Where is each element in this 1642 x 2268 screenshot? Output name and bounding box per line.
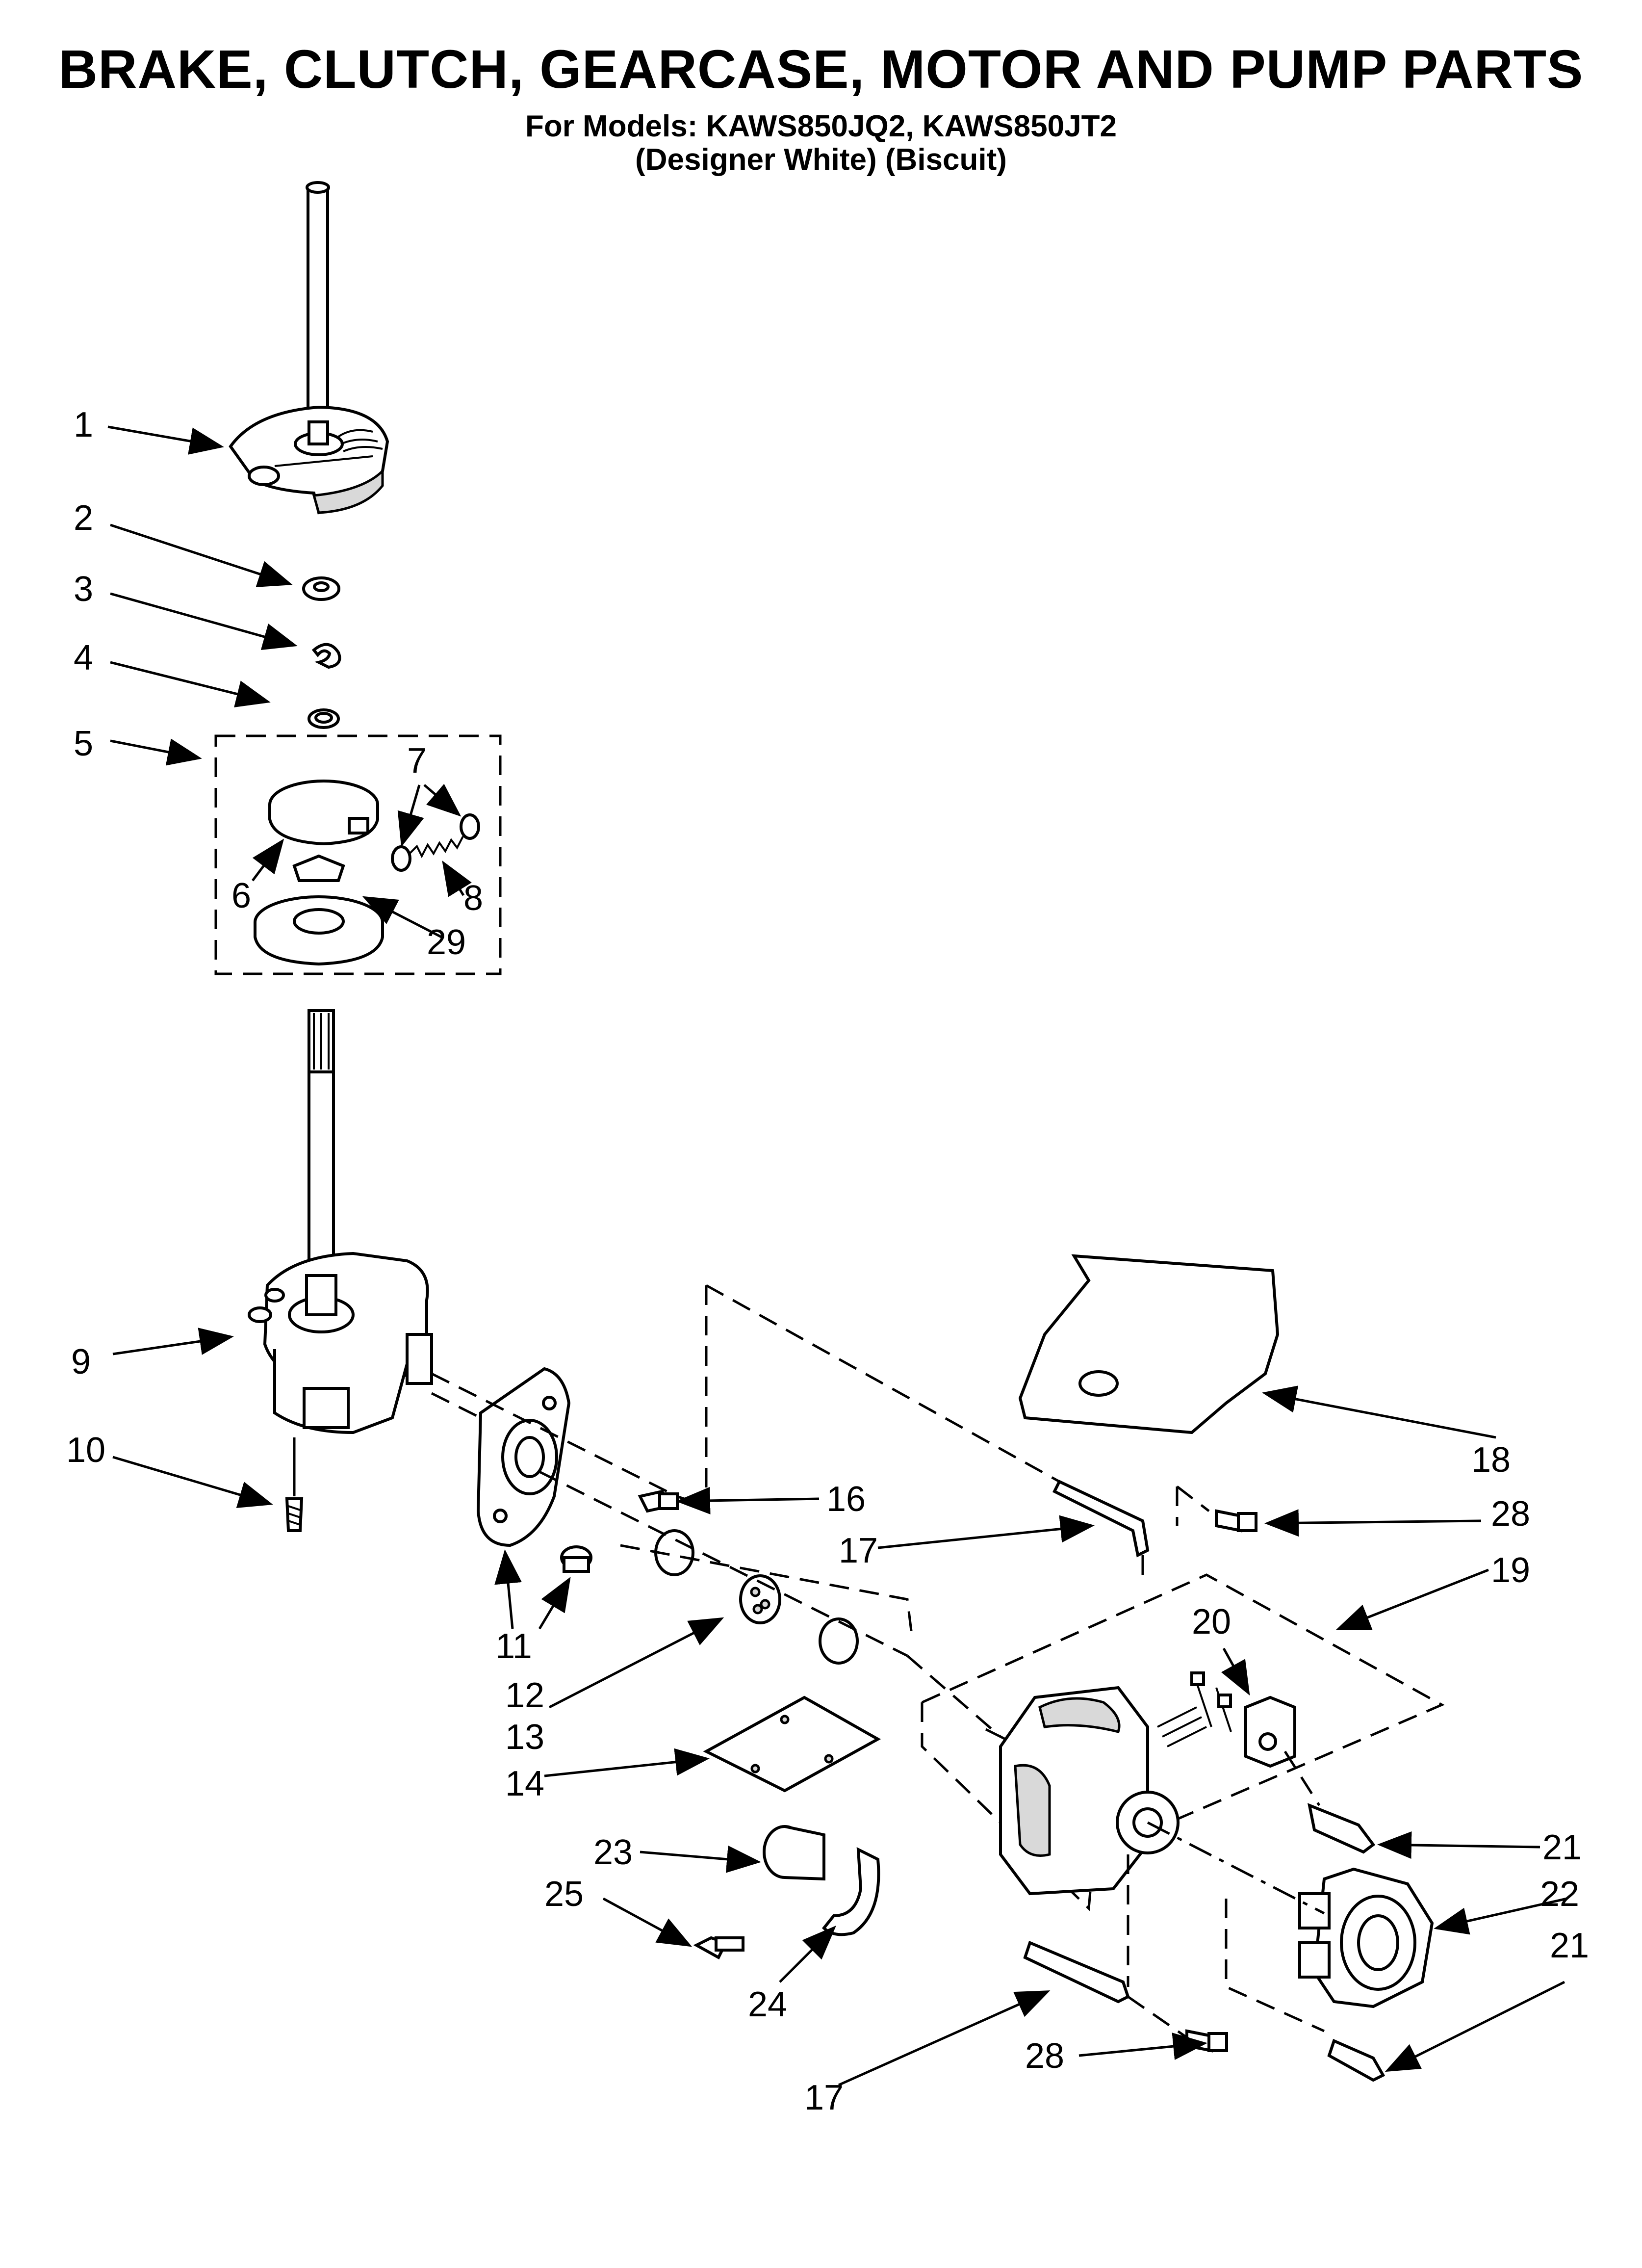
callout-4: 4 <box>74 638 93 678</box>
callout-17-lower: 17 <box>804 2078 844 2117</box>
callout-2: 2 <box>74 498 93 538</box>
part-6-clutch-band <box>268 780 379 846</box>
callout-labels: 1 2 3 4 5 6 7 8 29 9 10 11 12 13 14 16 1… <box>66 405 1589 2117</box>
callout-14: 14 <box>505 1764 544 1803</box>
callout-3: 3 <box>74 570 93 609</box>
part-13-coupling <box>654 1529 859 1665</box>
assembly-5-box <box>214 734 502 975</box>
callout-21-lower: 21 <box>1550 1926 1589 1965</box>
part-1-brake-assembly <box>229 405 389 515</box>
callout-1: 1 <box>74 405 93 444</box>
part-3-clip <box>311 643 341 669</box>
callout-16: 16 <box>826 1480 866 1519</box>
part-20-switch <box>1190 1671 1296 1768</box>
callout-5: 5 <box>74 724 93 763</box>
part-9-gearcase <box>248 1251 433 1434</box>
callout-28-upper: 28 <box>1491 1494 1530 1534</box>
part-16-bolt <box>638 1489 679 1513</box>
part-11-mounting-plate <box>476 1367 571 1547</box>
part-25-screw <box>693 1936 744 1960</box>
callout-12: 12 <box>505 1676 544 1715</box>
colors-line: (Designer White) (Biscuit) <box>635 143 1007 177</box>
callout-13: 13 <box>505 1718 544 1757</box>
callout-17-upper: 17 <box>839 1531 878 1570</box>
callout-25: 25 <box>544 1875 584 1914</box>
part-12-bumper <box>560 1545 592 1573</box>
part-10-screw <box>285 1437 304 1532</box>
callout-28-lower: 28 <box>1025 2036 1064 2076</box>
part-14-pad <box>703 1695 881 1793</box>
models-line: For Models: KAWS850JQ2, KAWS850JT2 <box>525 109 1117 143</box>
motor-outline-dashed <box>921 1573 1445 1846</box>
part-17-upper-rod <box>1052 1480 1150 1558</box>
part-29-clutch-hub <box>254 854 384 966</box>
callout-29: 29 <box>427 923 466 962</box>
part-28-bolt-lower <box>1185 2029 1228 2053</box>
page-title: BRAKE, CLUTCH, GEARCASE, MOTOR AND PUMP … <box>58 39 1584 100</box>
callout-11: 11 <box>495 1627 532 1666</box>
part-28-bolt-upper <box>1215 1509 1257 1533</box>
callout-6: 6 <box>231 876 251 915</box>
callout-8: 8 <box>463 879 483 918</box>
part-22-pump <box>1298 1867 1434 2008</box>
part-19-motor <box>985 1686 1207 1896</box>
callout-19: 19 <box>1491 1551 1530 1590</box>
part-17-lower-rod <box>1023 1940 1130 2004</box>
lower-shaft <box>308 1009 335 1289</box>
callout-23: 23 <box>593 1833 633 1872</box>
callout-9: 9 <box>71 1342 91 1382</box>
leader-lines <box>107 425 1567 2086</box>
part-7-8-springs <box>391 813 480 872</box>
part-18-cover <box>1018 1254 1280 1434</box>
part-21-clip-upper <box>1307 1803 1376 1854</box>
part-23-capacitor <box>763 1825 825 1881</box>
part-24-strap <box>821 1847 880 1936</box>
callout-10: 10 <box>66 1431 105 1470</box>
callout-18: 18 <box>1471 1440 1511 1480</box>
callout-21-upper: 21 <box>1542 1828 1582 1867</box>
callout-24: 24 <box>748 1985 787 2024</box>
callout-20: 20 <box>1192 1602 1231 1642</box>
callout-22: 22 <box>1540 1875 1579 1914</box>
callout-7: 7 <box>407 741 427 781</box>
part-21-clip-lower <box>1327 2038 1385 2082</box>
part-4-ring <box>308 708 340 729</box>
part-2-washer <box>302 576 340 601</box>
